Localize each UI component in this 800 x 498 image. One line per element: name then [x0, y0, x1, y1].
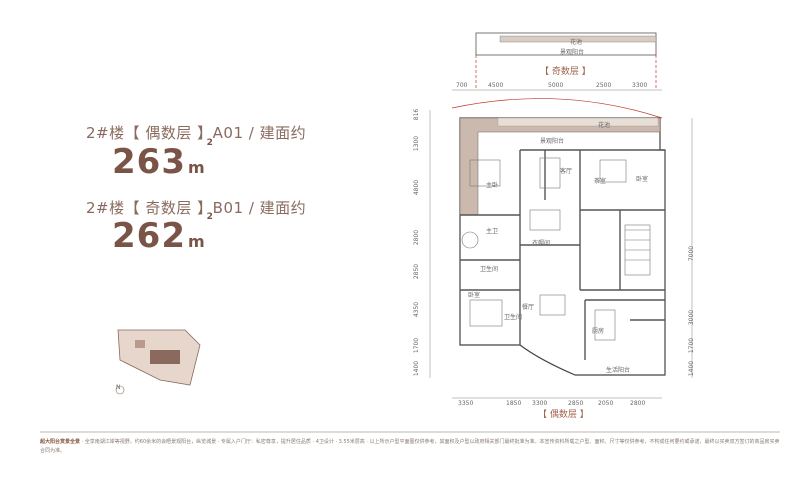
room-master-bath: 主卫 — [486, 228, 499, 235]
unit-b-heading: 2#楼【 奇数层 】B01 / 建面约 — [86, 197, 306, 218]
top-dim-3: 5000 — [548, 82, 564, 89]
left-dim-5: 2850 — [413, 263, 421, 280]
room-garden-mid: 花池 — [598, 122, 611, 129]
unit-b-area-unit: m — [187, 232, 206, 251]
footer-text: · 全享南湖江岸等视野，约60余米的会晤景观阳台，纵览城景 · 专属入户门厅：私… — [40, 439, 780, 454]
unit-a-heading: 2#楼【 偶数层 】A01 / 建面约 — [86, 122, 306, 143]
room-kitchen: 厨房 — [592, 328, 605, 335]
room-garden-top: 花池 — [570, 39, 583, 46]
right-dim-3: 1700 — [688, 337, 696, 354]
unit-a-floor: 【 偶数层 】 — [124, 124, 213, 142]
unit-a-building: 2#楼 — [86, 124, 125, 142]
top-dim-4: 2500 — [596, 82, 612, 89]
unit-a-area-sup: 2 — [206, 138, 214, 148]
top-dim-2: 4500 — [488, 82, 504, 89]
top-dim-1: 700 — [456, 82, 468, 89]
unit-a-area-value: 263 — [112, 142, 186, 182]
left-dim-1: 816 — [413, 108, 421, 121]
even-floor-tag: 【 偶数层 】 — [538, 407, 589, 420]
room-bedroom-w: 卧室 — [468, 292, 481, 299]
footer-disclaimer: 超大阳台赏景全景 · 全享南湖江岸等视野，约60余米的会晤景观阳台，纵览城景 ·… — [40, 438, 780, 456]
room-bedroom-ne: 卧室 — [636, 176, 649, 183]
right-dim-1: 7000 — [688, 245, 696, 262]
top-dim-5: 3300 — [632, 82, 648, 89]
unit-b-floor: 【 奇数层 】 — [124, 199, 213, 217]
left-dim-3: 4800 — [413, 179, 421, 196]
room-tea: 茶室 — [594, 178, 607, 185]
room-master-bed: 主卧 — [486, 182, 499, 189]
unit-b-building: 2#楼 — [86, 199, 125, 217]
room-bath2: 卫生间 — [480, 266, 499, 273]
room-cloakroom: 衣帽间 — [532, 240, 551, 247]
room-balcony-mid: 景观阳台 — [540, 138, 565, 145]
left-dim-6: 4350 — [413, 301, 421, 318]
room-service-balcony: 生活阳台 — [606, 367, 631, 374]
compass-label: N — [116, 384, 121, 391]
unit-b-area-value: 262 — [112, 216, 186, 256]
right-dim-4: 1400 — [688, 360, 696, 377]
bottom-dim-5: 2050 — [598, 400, 614, 407]
room-living: 客厅 — [560, 168, 573, 175]
room-bathroom-sw: 卫生间 — [504, 314, 523, 321]
unit-b-code: B01 / 建面约 — [212, 199, 307, 217]
site-map-icon — [115, 329, 201, 395]
right-dim-2: 3000 — [688, 309, 696, 326]
bottom-dim-2: 1850 — [506, 400, 522, 407]
left-dim-4: 2800 — [413, 229, 421, 246]
bottom-dim-6: 2800 — [630, 400, 646, 407]
left-dim-8: 1400 — [413, 360, 421, 377]
unit-a-area-unit: m — [187, 158, 206, 177]
bottom-dim-4: 2850 — [568, 400, 584, 407]
bottom-dim-3: 3300 — [532, 400, 548, 407]
garden-strip-top — [499, 35, 657, 43]
odd-floor-tag: 【 奇数层 】 — [540, 64, 591, 77]
unit-b-area-sup: 2 — [206, 212, 214, 222]
left-dim-2: 1300 — [413, 135, 421, 152]
room-dining: 餐厅 — [522, 304, 535, 311]
unit-a-code: A01 / 建面约 — [212, 124, 307, 142]
bottom-dim-1: 3350 — [458, 400, 474, 407]
footer-lead: 超大阳台赏景全景 — [40, 439, 81, 445]
odd-floor-strip — [475, 32, 657, 56]
left-dim-7: 1700 — [413, 337, 421, 354]
room-balcony-top: 景观阳台 — [560, 49, 585, 56]
